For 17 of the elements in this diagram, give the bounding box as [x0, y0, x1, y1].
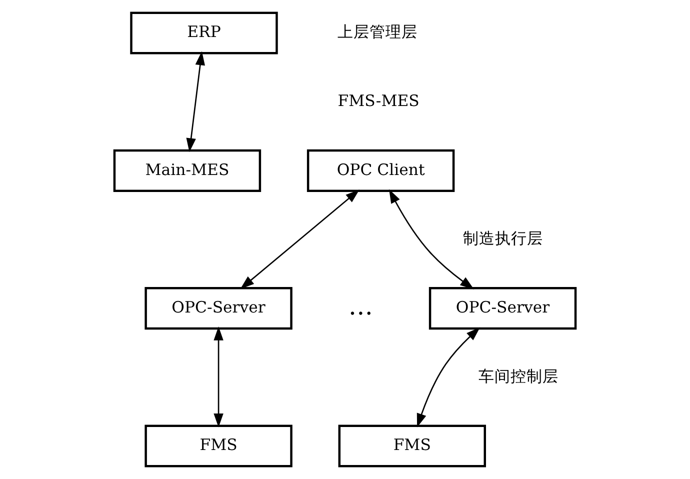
arrow	[389, 189, 474, 290]
label: 车间控制层	[478, 366, 558, 386]
node-box: FMS	[144, 424, 292, 468]
label: …	[348, 292, 373, 321]
arrow	[416, 327, 480, 428]
label: 制造执行层	[462, 228, 543, 248]
node-box: OPC-Server	[144, 287, 292, 330]
arrow	[186, 51, 205, 152]
node-box: OPC Client	[306, 149, 455, 192]
label: FMS-MES	[338, 91, 420, 110]
node-box: FMS	[338, 424, 486, 468]
label: 上层管理层	[337, 22, 418, 42]
arrow	[214, 326, 224, 428]
node-box: Main-MES	[113, 149, 262, 192]
node-box: ERP	[130, 12, 278, 54]
arrow	[240, 190, 360, 290]
node-box: OPC-Server	[428, 287, 577, 330]
